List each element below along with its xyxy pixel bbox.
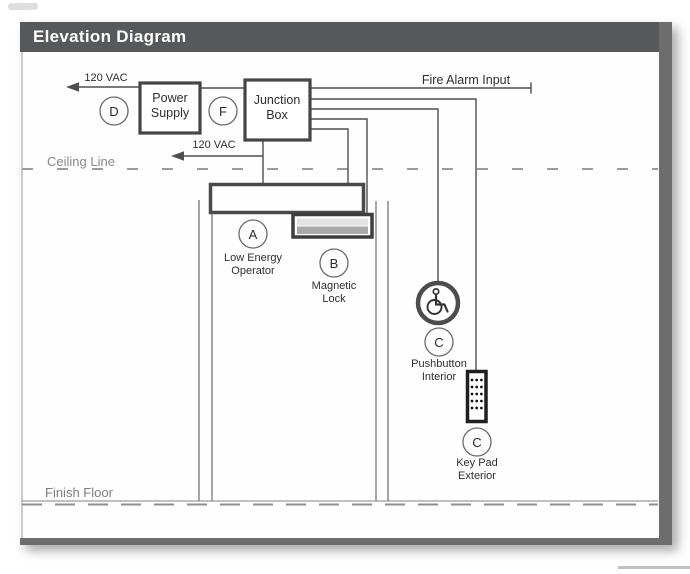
callout-f: F (208, 96, 238, 126)
callout-a-circle (238, 219, 268, 249)
magnetic-lock (291, 212, 374, 239)
arrow-left-icon (66, 82, 79, 92)
vac-top-label: 120 VAC (84, 72, 127, 84)
callout-f-letter: F (219, 104, 227, 119)
wiring (78, 82, 532, 371)
callout-d-circle (99, 96, 129, 126)
keypad-dots (470, 378, 483, 410)
pushbutton-interior: C Pushbutton Interior (411, 280, 467, 383)
maglock-label-1: Magnetic (312, 280, 357, 292)
diagram-canvas: Power Supply Junction Box D F (20, 52, 659, 538)
junction-box: Junction Box (243, 78, 312, 142)
operator-housing (208, 182, 366, 215)
scan-artifact-line (618, 566, 690, 569)
callout-d-letter: D (109, 104, 118, 119)
keypad-label-2: Exterior (458, 470, 496, 482)
keypad-exterior: C Key Pad Exterior (456, 369, 498, 482)
page-title: Elevation Diagram (33, 27, 187, 46)
wire-pushbutton (310, 108, 439, 282)
callout-f-circle (208, 96, 238, 126)
power-supply-box: Power Supply (138, 81, 202, 135)
callout-b-letter: B (330, 256, 339, 271)
junction-box-label-2: Box (266, 108, 288, 122)
callout-b-circle (319, 248, 349, 278)
power-supply-label-2: Supply (151, 106, 190, 120)
pushbutton-label-2: Interior (422, 371, 457, 383)
ceiling-line-label: Ceiling Line (47, 154, 115, 169)
arrow-left-icon (171, 151, 184, 161)
callout-maglock: B Magnetic Lock (312, 248, 357, 305)
wire-maglock (310, 118, 368, 214)
pushbutton-label-1: Pushbutton (411, 358, 467, 370)
vac-header-label: 120 VAC (192, 139, 235, 151)
pushbutton-ring (415, 280, 461, 326)
callout-c1-circle (424, 327, 454, 357)
operator-label-2: Operator (231, 265, 275, 277)
fire-alarm-label: Fire Alarm Input (422, 73, 511, 87)
wheelchair-icon (426, 287, 449, 315)
title-bar: Elevation Diagram (20, 22, 659, 52)
finish-floor-label: Finish Floor (45, 485, 114, 500)
keypad-label-1: Key Pad (456, 457, 498, 469)
wire-keypad (310, 98, 477, 371)
wire-operator (310, 128, 349, 184)
scan-smudge (7, 2, 39, 11)
callout-c2-circle (462, 427, 492, 457)
door-frame (198, 200, 389, 501)
callout-operator: A Low Energy Operator (224, 219, 283, 277)
callout-c1-letter: C (434, 335, 443, 350)
maglock-label-2: Lock (322, 293, 346, 305)
operator-label-1: Low Energy (224, 252, 283, 264)
power-supply-label-1: Power (152, 91, 187, 105)
power-supply-outline (138, 81, 202, 135)
callout-d: D (99, 96, 129, 126)
junction-box-label-1: Junction (254, 93, 301, 107)
elevation-diagram-svg: Power Supply Junction Box D F (21, 52, 658, 538)
magnetic-lock-bar-light (297, 218, 368, 226)
page: Elevation Diagram (20, 22, 672, 545)
callout-a-letter: A (249, 227, 258, 242)
junction-box-outline (243, 78, 312, 142)
callout-c2-letter: C (472, 435, 481, 450)
magnetic-lock-bar-dark (297, 226, 368, 234)
